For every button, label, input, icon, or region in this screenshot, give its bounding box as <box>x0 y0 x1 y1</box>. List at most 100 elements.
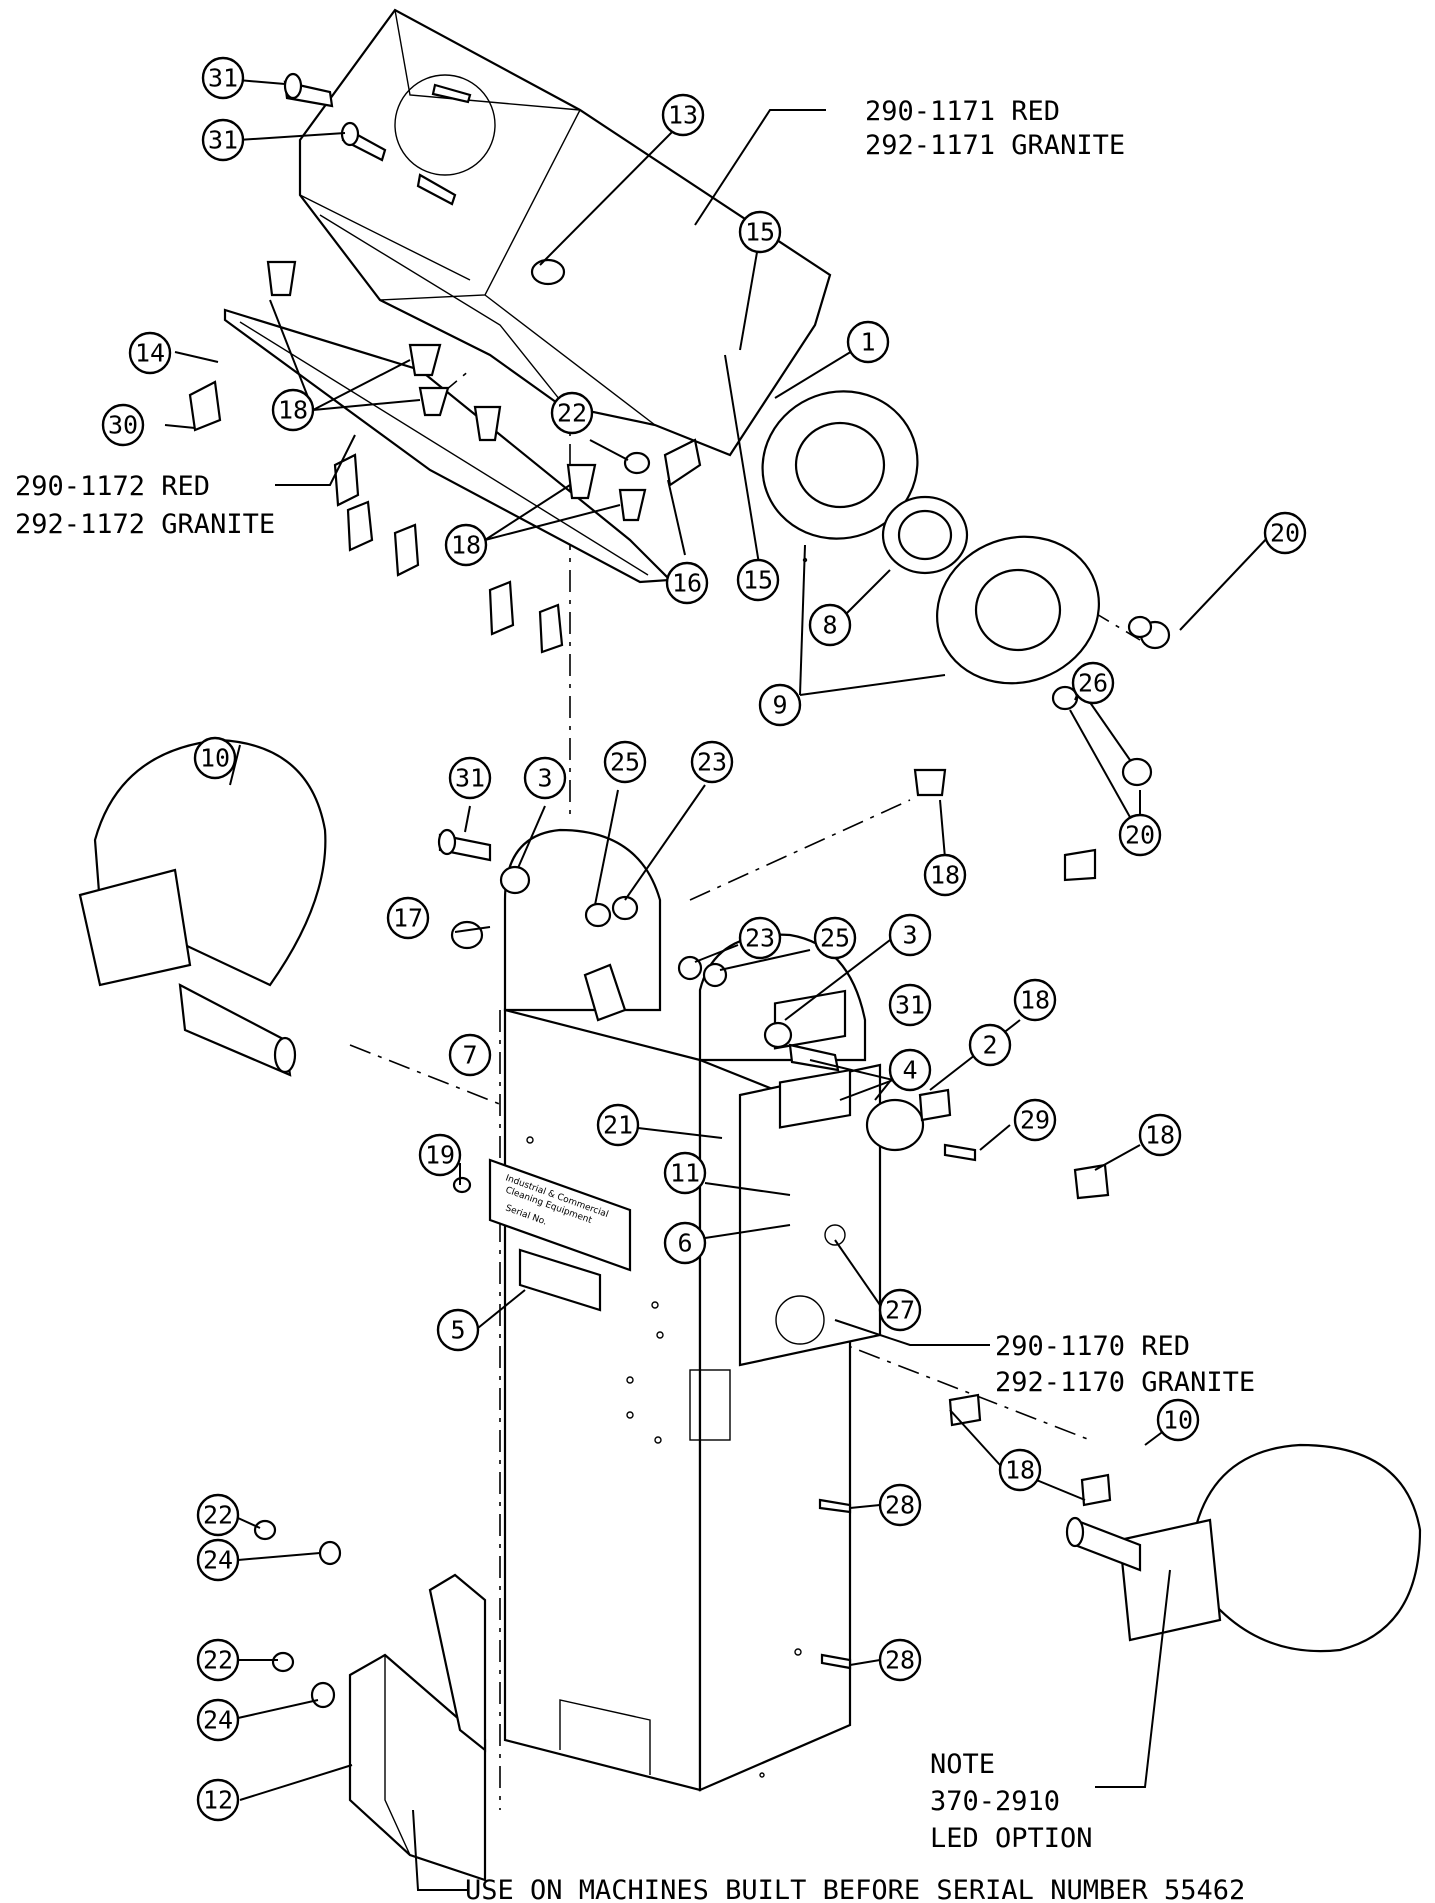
callout-18-cover: 18 <box>271 388 315 432</box>
callout-3-left: 3 <box>523 756 567 800</box>
callout-3-right: 3 <box>888 913 932 957</box>
callout-8: 8 <box>808 603 852 647</box>
callout-29: 29 <box>1013 1098 1057 1142</box>
svg-text:23: 23 <box>745 924 775 953</box>
callout-18-lower: 18 <box>444 523 488 567</box>
callout-19: 19 <box>418 1133 462 1177</box>
callout-7: 7 <box>448 1033 492 1077</box>
svg-text:18: 18 <box>1145 1121 1175 1150</box>
callout-22-middle: 22 <box>196 1493 240 1537</box>
svg-text:6: 6 <box>677 1229 692 1258</box>
svg-text:27: 27 <box>885 1296 915 1325</box>
svg-text:28: 28 <box>885 1491 915 1520</box>
svg-text:30: 30 <box>108 411 138 440</box>
callout-18-panel: 18 <box>1013 978 1057 1022</box>
svg-text:13: 13 <box>668 101 698 130</box>
svg-text:18: 18 <box>930 861 960 890</box>
callout-18-right-upper: 18 <box>923 853 967 897</box>
svg-text:18: 18 <box>451 531 481 560</box>
callout-bubbles: 31 31 13 15 1 14 18 30 22 18 16 15 8 20 … <box>101 56 1307 1822</box>
callout-26: 26 <box>1071 661 1115 705</box>
svg-text:21: 21 <box>603 1111 633 1140</box>
svg-text:18: 18 <box>1005 1456 1035 1485</box>
callout-28-upper: 28 <box>878 1483 922 1527</box>
note-lower-cover-red: 290-1172 RED <box>15 471 210 502</box>
callout-23-right: 23 <box>738 916 782 960</box>
callout-4: 4 <box>888 1048 932 1092</box>
svg-text:25: 25 <box>610 748 640 777</box>
note-led-option: LED OPTION <box>930 1823 1093 1854</box>
svg-text:10: 10 <box>200 744 230 773</box>
note-top-cover-granite: 292-1171 GRANITE <box>865 130 1125 161</box>
work-light-right <box>1065 1443 1422 1653</box>
svg-text:22: 22 <box>557 399 587 428</box>
svg-text:23: 23 <box>697 748 727 777</box>
callout-15-lower: 15 <box>736 558 780 602</box>
svg-text:31: 31 <box>895 991 925 1020</box>
callout-21: 21 <box>596 1103 640 1147</box>
top-cover <box>298 8 832 457</box>
note-led-part: 370-2910 <box>930 1786 1060 1817</box>
svg-text:15: 15 <box>745 218 775 247</box>
svg-text:2: 2 <box>982 1031 997 1060</box>
callout-12: 12 <box>196 1778 240 1822</box>
callout-5: 5 <box>436 1308 480 1352</box>
callout-20-upper: 20 <box>1263 511 1307 555</box>
svg-text:4: 4 <box>902 1056 917 1085</box>
note-lower-cover-granite: 292-1172 GRANITE <box>15 509 275 540</box>
svg-text:12: 12 <box>203 1786 233 1815</box>
callout-30: 30 <box>101 403 145 447</box>
hose-bracket <box>348 1573 487 1882</box>
svg-text:1: 1 <box>860 328 875 357</box>
control-panel <box>738 989 882 1367</box>
svg-text:19: 19 <box>425 1141 455 1170</box>
callout-31-column: 31 <box>448 756 492 800</box>
note-panel-red: 290-1170 RED <box>995 1331 1190 1362</box>
callout-11: 11 <box>663 1151 707 1195</box>
callout-9: 9 <box>758 683 802 727</box>
svg-text:25: 25 <box>820 924 850 953</box>
svg-text:20: 20 <box>1270 519 1300 548</box>
callout-31-top: 31 <box>201 56 245 100</box>
svg-text:10: 10 <box>1163 1406 1193 1435</box>
callout-16: 16 <box>665 561 709 605</box>
svg-text:8: 8 <box>822 611 837 640</box>
svg-text:17: 17 <box>393 904 423 933</box>
note-led-title: NOTE <box>930 1749 995 1780</box>
callout-22-top: 22 <box>550 391 594 435</box>
svg-text:31: 31 <box>208 126 238 155</box>
callout-13: 13 <box>661 93 705 137</box>
callout-18-far-right: 18 <box>1138 1113 1182 1157</box>
callout-10-left: 10 <box>193 736 237 780</box>
note-panel-granite: 292-1170 GRANITE <box>995 1367 1255 1398</box>
svg-text:31: 31 <box>208 64 238 93</box>
hardware <box>188 72 1171 1709</box>
callout-20-lower: 20 <box>1118 813 1162 857</box>
callout-31-cover: 31 <box>201 118 245 162</box>
svg-text:24: 24 <box>203 1546 233 1575</box>
svg-text:5: 5 <box>450 1316 465 1345</box>
svg-text:14: 14 <box>135 339 165 368</box>
svg-text:26: 26 <box>1078 669 1108 698</box>
lower-cover <box>223 308 673 584</box>
callout-23-left: 23 <box>690 740 734 784</box>
svg-text:18: 18 <box>1020 986 1050 1015</box>
callout-22-bottom: 22 <box>196 1638 240 1682</box>
svg-text:9: 9 <box>772 691 787 720</box>
svg-text:16: 16 <box>672 569 702 598</box>
notes: 290-1171 RED 292-1171 GRANITE 290-1172 R… <box>15 96 1255 1903</box>
callout-1: 1 <box>846 320 890 364</box>
callout-31-right: 31 <box>888 983 932 1027</box>
svg-text:22: 22 <box>203 1646 233 1675</box>
callout-14: 14 <box>128 331 172 375</box>
svg-text:24: 24 <box>203 1706 233 1735</box>
work-light-left <box>78 738 327 1077</box>
callout-28-lower: 28 <box>878 1638 922 1682</box>
callout-25-left: 25 <box>603 740 647 784</box>
bearing <box>881 495 969 575</box>
callout-10-right: 10 <box>1156 1398 1200 1442</box>
svg-text:18: 18 <box>278 396 308 425</box>
svg-text:3: 3 <box>537 764 552 793</box>
svg-text:20: 20 <box>1125 821 1155 850</box>
